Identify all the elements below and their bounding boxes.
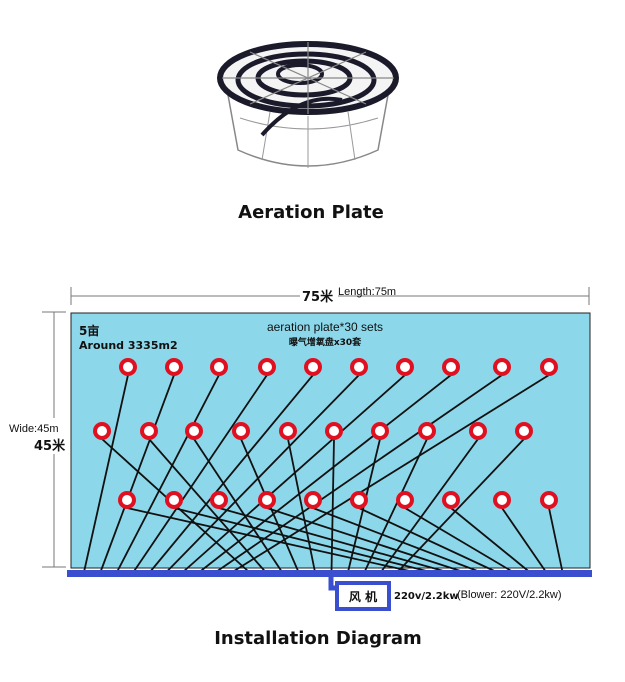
aeration-plates [93, 358, 558, 509]
aeration-plate-center [214, 495, 224, 505]
aeration-plate-center [189, 426, 199, 436]
aeration-plate-center [544, 362, 554, 372]
hose-line [358, 507, 497, 573]
width-label-en: Wide:45m [9, 423, 59, 435]
aeration-plate-center [400, 495, 410, 505]
hose-line [193, 438, 283, 573]
aeration-plate-center [262, 495, 272, 505]
hose-line [266, 507, 464, 573]
aeration-plate-center [262, 362, 272, 372]
blower-label: 风 机 [349, 589, 377, 604]
hose-line [165, 374, 360, 573]
aeration-plate-center [169, 495, 179, 505]
aeration-plate-center [519, 426, 529, 436]
hose-line [83, 374, 129, 573]
width-label-cn: 45米 [34, 438, 66, 454]
blower-spec: 220v/2.2kw [394, 591, 459, 602]
aeration-plate-center [446, 362, 456, 372]
aeration-plate-center [308, 362, 318, 372]
aeration-plate-center [400, 362, 410, 372]
hose-line [148, 438, 267, 573]
aeration-plate-center [422, 426, 432, 436]
hose-line [312, 507, 481, 573]
hose-line [149, 374, 314, 573]
blower-box [335, 581, 391, 611]
aeration-plate-center [354, 495, 364, 505]
main-air-pipe [67, 570, 592, 577]
area-label-en: Around 3335m2 [79, 339, 178, 352]
installation-title: Installation Diagram [214, 628, 422, 649]
width-dimension [42, 311, 66, 568]
aeration-plate-center [308, 495, 318, 505]
blower-english-label: (Blower: 220V/2.2kw) [457, 589, 562, 601]
hose-line [450, 507, 531, 573]
aeration-plate-center [375, 426, 385, 436]
plate-title: Aeration Plate [238, 202, 384, 223]
hose-line [218, 507, 448, 573]
aeration-plate-illustration [217, 41, 399, 168]
hose-line [182, 374, 406, 573]
aeration-plate-center [473, 426, 483, 436]
hose-line [126, 507, 415, 573]
aeration-plate-center [446, 495, 456, 505]
hose-line [173, 507, 431, 573]
aeration-plate-center [97, 426, 107, 436]
hose-line [198, 374, 452, 573]
plates-label-en: aeration plate*30 sets [267, 320, 383, 334]
length-label-cn: 75米 [302, 289, 334, 305]
aeration-plate-center [283, 426, 293, 436]
aeration-plate-center [497, 362, 507, 372]
hose-line [396, 438, 525, 573]
hose-line [363, 438, 428, 573]
hose-line [132, 374, 268, 573]
aeration-plate-center [169, 362, 179, 372]
aeration-plate-center [122, 495, 132, 505]
aeration-plate-center [544, 495, 554, 505]
aeration-plate-center [214, 362, 224, 372]
hose-line [116, 374, 220, 573]
aeration-plate-center [354, 362, 364, 372]
hose-line [99, 374, 175, 573]
aeration-plate-center [123, 362, 133, 372]
aeration-plate-center [329, 426, 339, 436]
hose-lines [83, 374, 564, 573]
hose-line [501, 507, 547, 573]
aeration-plate-center [144, 426, 154, 436]
plates-label-cn: 曝气增氧盘x30套 [289, 336, 362, 348]
hose-line [404, 507, 514, 573]
length-dimension [70, 287, 590, 305]
aeration-plate-center [497, 495, 507, 505]
aeration-plate-center [236, 426, 246, 436]
length-label-en: Length:75m [338, 286, 396, 298]
hose-line [330, 438, 335, 573]
hose-line [548, 507, 564, 573]
area-label-cn: 5亩 [79, 323, 99, 338]
